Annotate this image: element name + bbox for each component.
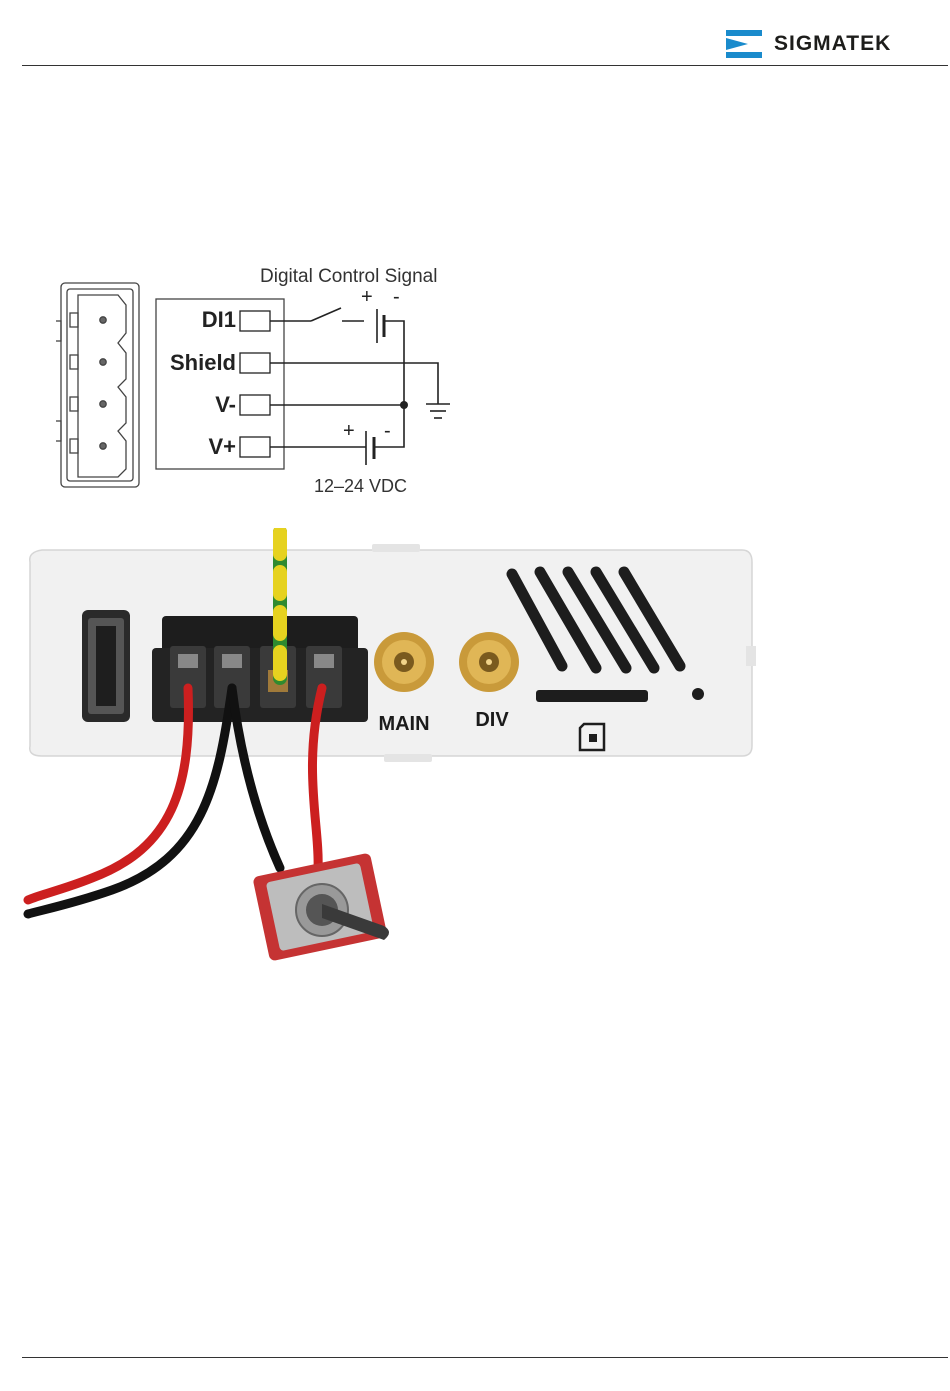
- terminal-shield: [240, 353, 270, 373]
- signal-plus-sign: +: [361, 286, 373, 308]
- terminal-v-minus: [240, 395, 270, 415]
- antenna-main-label: MAIN: [378, 713, 429, 735]
- toggle-switch: [252, 852, 389, 961]
- antenna-div-label: DIV: [475, 709, 509, 731]
- device-photo: MAIN DIV: [22, 528, 762, 968]
- supply-voltage-label: 12–24 VDC: [314, 476, 407, 496]
- wiring-diagram: DI1 Shield V- V+ Digital Control Signal: [56, 255, 476, 505]
- pin-label-shield: Shield: [170, 350, 236, 375]
- wiring-lines: [270, 308, 450, 465]
- terminal-v-plus: [240, 437, 270, 457]
- sigmatek-logo-icon: [726, 30, 762, 58]
- terminal-di1: [240, 311, 270, 331]
- usb-port: [82, 610, 130, 722]
- pin-label-v-plus: V+: [208, 434, 236, 459]
- diagram-title: Digital Control Signal: [260, 266, 437, 287]
- footer-divider: [22, 1357, 948, 1358]
- signal-minus-sign: -: [393, 286, 400, 308]
- brand-name: SIGMATEK: [774, 32, 891, 56]
- sd-card-slot: [536, 690, 648, 702]
- junction-node: [400, 401, 408, 409]
- supply-plus-sign: +: [343, 420, 355, 442]
- antenna-connector-main: [374, 632, 434, 692]
- supply-minus-sign: -: [384, 420, 391, 442]
- pin-label-v-minus: V-: [215, 392, 236, 417]
- sigmatek-logo: SIGMATEK: [726, 30, 891, 58]
- header-divider: [22, 65, 948, 66]
- pin-label-di1: DI1: [202, 307, 236, 332]
- connector-side-view: [56, 283, 139, 487]
- status-led: [692, 688, 704, 700]
- antenna-connector-div: [459, 632, 519, 692]
